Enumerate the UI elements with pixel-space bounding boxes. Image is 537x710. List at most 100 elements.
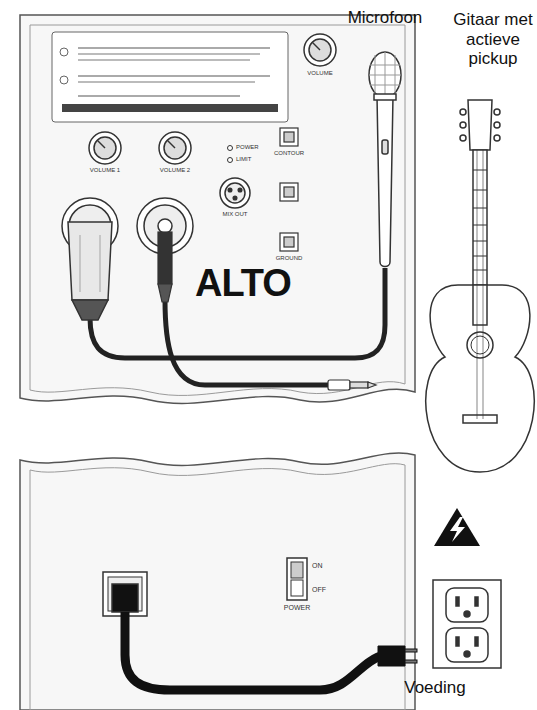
switch-label: OFF — [312, 586, 342, 594]
power-inlet — [103, 572, 147, 616]
control-label: VOLUME 2 — [148, 167, 202, 174]
combo-jack — [158, 219, 172, 233]
power-plug — [378, 646, 405, 666]
wall-outlet — [475, 637, 478, 646]
speaker-panel — [30, 464, 405, 710]
bluetooth-panel — [52, 32, 288, 122]
wall-outlet — [475, 597, 478, 606]
push-button — [280, 183, 298, 201]
acoustic-guitar — [473, 208, 487, 209]
warning-symbol — [434, 508, 480, 546]
volume-knob — [164, 137, 186, 159]
component-label: Voeding — [380, 678, 490, 698]
microphone — [374, 94, 396, 100]
xlr-plug — [99, 235, 101, 292]
acoustic-guitar — [463, 415, 497, 423]
microphone — [375, 55, 376, 95]
acoustic-guitar — [473, 256, 487, 257]
bluetooth-panel — [52, 32, 288, 122]
acoustic-guitar — [460, 122, 466, 128]
xlr-output — [225, 183, 245, 203]
wall-outlet — [464, 651, 470, 657]
jack-plug — [158, 284, 172, 302]
switch-label: ON — [312, 562, 342, 570]
push-button — [284, 237, 294, 247]
xlr-plug — [79, 235, 81, 292]
speaker-panel — [20, 15, 415, 710]
push-button — [280, 233, 298, 251]
bluetooth-panel — [60, 48, 68, 56]
indicator-led — [228, 146, 233, 151]
jack-plug — [350, 382, 368, 388]
control-label: VOLUME — [296, 70, 344, 77]
acoustic-guitar — [473, 285, 487, 325]
volume-knob — [89, 132, 121, 164]
power-switch — [291, 562, 303, 578]
bluetooth-panel — [78, 81, 255, 83]
brand-logo: ALTO — [195, 262, 345, 306]
speaker-panel — [30, 25, 405, 395]
volume-knob — [94, 137, 116, 159]
acoustic-guitar — [473, 150, 487, 290]
microphone — [369, 52, 401, 98]
push-button — [280, 128, 298, 251]
push-button — [284, 187, 294, 197]
acoustic-guitar — [477, 150, 478, 419]
wall-outlet — [433, 580, 501, 668]
bluetooth-panel — [78, 59, 250, 61]
bluetooth-panel — [78, 95, 240, 97]
indicator-led — [228, 158, 233, 163]
volume-knob — [167, 140, 175, 148]
xlr-output — [228, 188, 232, 192]
acoustic-guitar — [494, 135, 500, 141]
volume-knob — [304, 34, 336, 66]
bluetooth-panel — [78, 47, 270, 49]
power-plug — [378, 646, 417, 666]
xlr-output — [233, 196, 237, 200]
wall-outlet — [464, 611, 470, 617]
volume-knob — [97, 140, 105, 148]
speaker-panel — [20, 15, 415, 403]
power-cable — [125, 612, 385, 690]
xlr-output — [238, 188, 242, 192]
volume-knob — [312, 42, 320, 50]
warning-symbol — [450, 517, 465, 542]
control-label: VOLUME 1 — [78, 167, 132, 174]
acoustic-guitar — [473, 241, 487, 242]
microphone — [385, 52, 386, 98]
microphone — [382, 140, 388, 154]
control-label: CONTOUR — [267, 150, 311, 157]
bluetooth-panel — [78, 75, 270, 77]
volume-knob — [89, 34, 336, 164]
power-plug — [405, 649, 417, 652]
wall-outlet — [446, 628, 488, 662]
power-switch — [287, 558, 307, 600]
microphone — [377, 96, 393, 267]
xlr-plug — [68, 222, 112, 320]
volume-knob — [159, 132, 191, 164]
acoustic-guitar — [426, 100, 535, 472]
acoustic-guitar — [473, 190, 487, 191]
acoustic-guitar — [468, 100, 492, 150]
guitar-cable — [165, 300, 330, 385]
wall-outlet — [446, 588, 488, 622]
jack-plug — [158, 232, 172, 284]
acoustic-guitar — [494, 109, 500, 115]
volume-knob — [309, 39, 331, 61]
xlr-output — [220, 178, 250, 208]
microphone — [395, 55, 396, 95]
xlr-output — [220, 178, 250, 208]
jack-plug — [328, 380, 350, 390]
control-label: POWER — [236, 144, 272, 151]
control-label: MIX OUT — [213, 211, 257, 218]
power-inlet — [112, 584, 138, 612]
control-label: GROUND — [267, 255, 311, 262]
push-button — [284, 132, 294, 142]
wall-outlet — [456, 637, 459, 646]
acoustic-guitar — [467, 332, 493, 358]
microphone — [369, 52, 401, 267]
power-switch — [287, 558, 307, 600]
acoustic-guitar — [473, 170, 487, 171]
